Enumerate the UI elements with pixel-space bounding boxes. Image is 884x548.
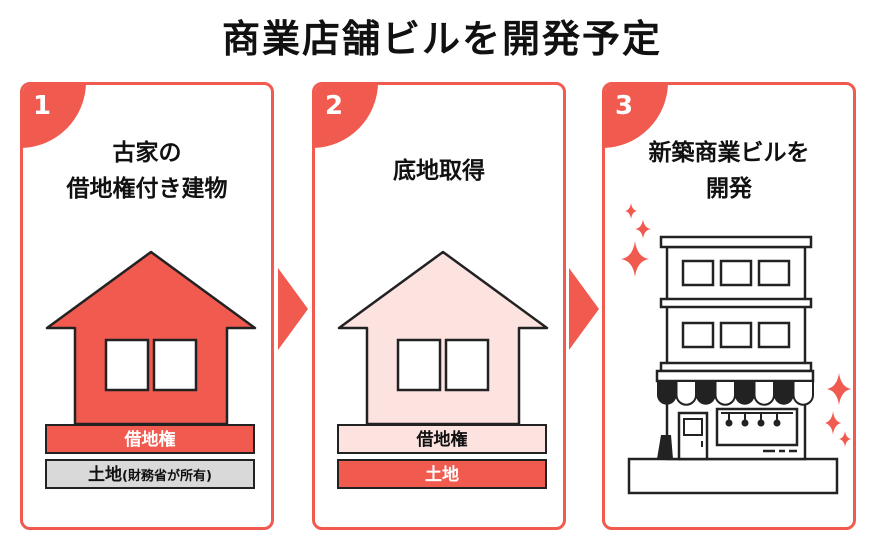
step-card-2: 2 底地取得 借地権 土地 xyxy=(312,82,566,530)
step-title-line-2: 開発 xyxy=(706,176,752,202)
step-number: 3 xyxy=(615,91,634,121)
land-band: 土地 xyxy=(337,459,547,489)
step-card-3: 3 新築商業ビルを 開発 xyxy=(602,82,856,530)
arrow-right-icon xyxy=(569,268,599,350)
house-icon xyxy=(45,250,257,426)
house-icon xyxy=(337,250,549,426)
step-card-1: 1 古家の 借地権付き建物 借地権 土地(財務省が所有) xyxy=(20,82,274,530)
step-number: 2 xyxy=(325,91,344,121)
sparkle-icon xyxy=(825,373,851,447)
step-badge-shape xyxy=(605,85,668,148)
step-title-line-1: 底地取得 xyxy=(393,158,485,184)
leasehold-band: 借地権 xyxy=(45,424,255,454)
leasehold-band: 借地権 xyxy=(337,424,547,454)
land-owner-note: (財務省が所有) xyxy=(122,469,212,484)
building-icon xyxy=(627,235,839,495)
step-title-line-2: 借地権付き建物 xyxy=(66,176,228,202)
step-number: 1 xyxy=(33,91,52,121)
step-badge-shape xyxy=(315,85,378,148)
step-title-line-1: 新築商業ビルを xyxy=(648,140,810,166)
land-label: 土地 xyxy=(88,465,123,485)
step-badge-shape xyxy=(23,85,86,148)
arrow-right-icon xyxy=(278,268,308,350)
page-title: 商業店舗ビルを開発予定 xyxy=(221,17,662,61)
sparkle-icon xyxy=(621,203,651,277)
step-title-line-1: 古家の xyxy=(112,140,182,166)
land-band: 土地(財務省が所有) xyxy=(45,459,255,489)
